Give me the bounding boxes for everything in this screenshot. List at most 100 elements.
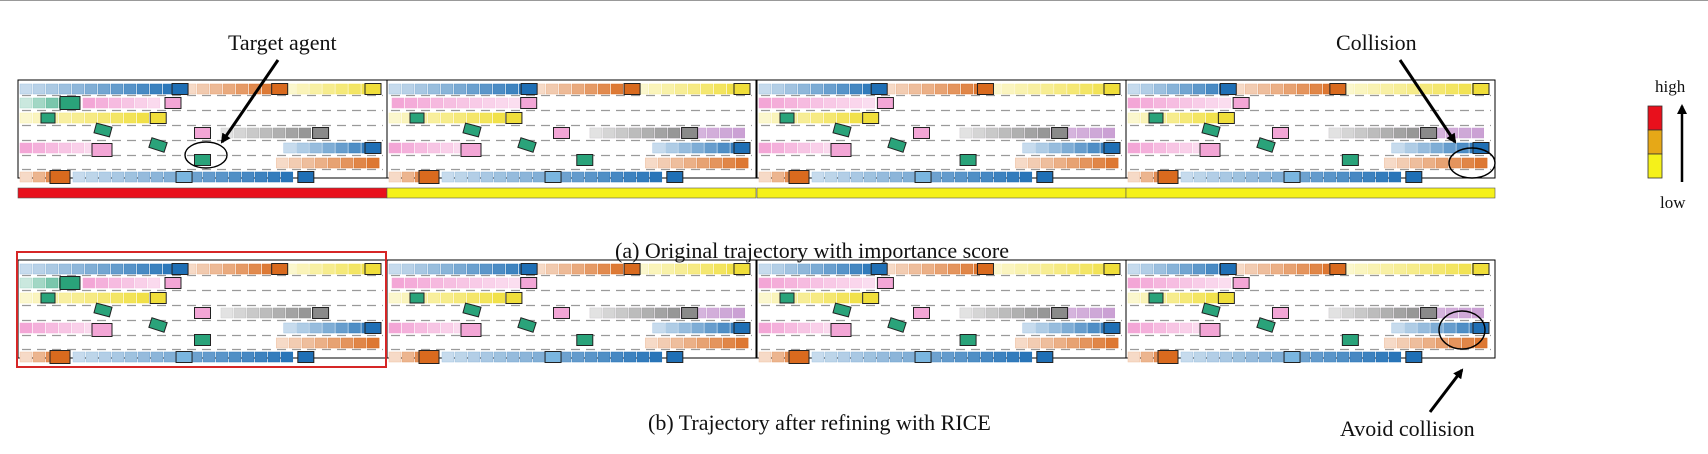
trail-segment [697, 157, 710, 169]
vehicle [364, 263, 382, 275]
trail-segment [110, 83, 124, 95]
trail-segment [440, 263, 454, 275]
trail-segment [32, 277, 46, 289]
trail-segment [959, 127, 973, 139]
trail-segment [824, 351, 838, 363]
trail-segment [758, 322, 772, 334]
vehicle [517, 137, 537, 153]
trail-segment [134, 277, 148, 289]
trail-segment [71, 142, 85, 154]
trail-segment [1048, 142, 1061, 154]
trail-segment [1192, 263, 1206, 275]
vehicle [40, 292, 56, 304]
vehicle [1103, 263, 1121, 275]
trail-segment [710, 337, 723, 349]
trail-segment [1432, 83, 1445, 95]
vehicle [544, 351, 562, 363]
trail-segment [1089, 307, 1102, 319]
trail-segment [1089, 127, 1102, 139]
trail-segment [401, 142, 415, 154]
trail-segment [691, 142, 704, 154]
trail-segment [1245, 351, 1259, 363]
trail-segment [1380, 263, 1393, 275]
trail-segment [19, 263, 33, 275]
vehicle [1420, 127, 1438, 139]
trail-segment [1192, 83, 1206, 95]
trail-segment [797, 83, 811, 95]
trail-segment [758, 351, 772, 363]
trail-segment [443, 97, 457, 109]
trail-segment [1388, 351, 1402, 363]
vehicle [164, 277, 182, 289]
trail-segment [771, 277, 785, 289]
vehicle [976, 263, 994, 275]
trail-segment [233, 307, 246, 319]
trail-segment [95, 277, 109, 289]
trail-segment [427, 292, 441, 304]
trail-segment [954, 171, 968, 183]
trail-segment [1179, 292, 1193, 304]
trail-segment [479, 112, 493, 124]
trail-segment [972, 127, 986, 139]
trail-segment [584, 171, 598, 183]
vehicle [862, 112, 880, 124]
annotation-target-agent: Target agent [228, 30, 337, 55]
legend-low-label: low [1660, 193, 1686, 212]
trail-segment [508, 277, 522, 289]
vehicle [93, 122, 113, 138]
trail-segment [440, 142, 454, 154]
vehicle [149, 112, 167, 124]
trail-segment [1192, 277, 1206, 289]
trail-segment [1028, 83, 1041, 95]
trail-segment [1192, 112, 1206, 124]
trail-segment [32, 83, 46, 95]
trail-segment [1102, 127, 1115, 139]
circle-icon [184, 141, 228, 169]
trail-segment [823, 277, 837, 289]
trail-segment [1153, 83, 1167, 95]
trail-segment [849, 83, 863, 95]
trail-segment [784, 97, 798, 109]
vehicle [364, 83, 382, 95]
trail-segment [296, 142, 309, 154]
trail-segment [1067, 83, 1080, 95]
trail-segment [309, 142, 322, 154]
trail-segment [719, 127, 733, 139]
trail-segment [1087, 142, 1100, 154]
trail-segment [58, 292, 72, 304]
importance-legend [1647, 104, 1687, 182]
trail-segment [1404, 322, 1417, 334]
trail-segment [453, 83, 467, 95]
trail-segment [1406, 263, 1419, 275]
trail-segment [1054, 157, 1067, 169]
trail-segment [1419, 263, 1432, 275]
trail-segment [453, 263, 467, 275]
vehicle [1272, 127, 1289, 139]
vehicle [1256, 137, 1276, 153]
trail-segment [1417, 322, 1430, 334]
vehicle [1341, 334, 1359, 346]
trail-segment [713, 83, 727, 95]
trail-segment [710, 157, 723, 169]
trail-segment [908, 263, 922, 275]
trail-segment [1179, 112, 1193, 124]
vehicle [517, 317, 537, 333]
vehicle [876, 277, 894, 289]
trail-segment [348, 263, 361, 275]
vehicle [830, 323, 852, 337]
trail-segment [713, 263, 727, 275]
trail-segment [98, 351, 112, 363]
trail-segment [202, 171, 216, 183]
vehicle [1051, 127, 1069, 139]
trail-segment [678, 142, 691, 154]
trail-segment [863, 171, 877, 183]
vehicle [1472, 322, 1490, 334]
vehicle [93, 302, 113, 318]
trail-segment [1354, 263, 1367, 275]
trail-segment [401, 171, 415, 183]
trail-segment [466, 83, 480, 95]
trail-segment [584, 83, 598, 95]
trail-segment [354, 337, 367, 349]
importance-score-segment [1125, 187, 1496, 199]
trail-segment [810, 142, 824, 154]
